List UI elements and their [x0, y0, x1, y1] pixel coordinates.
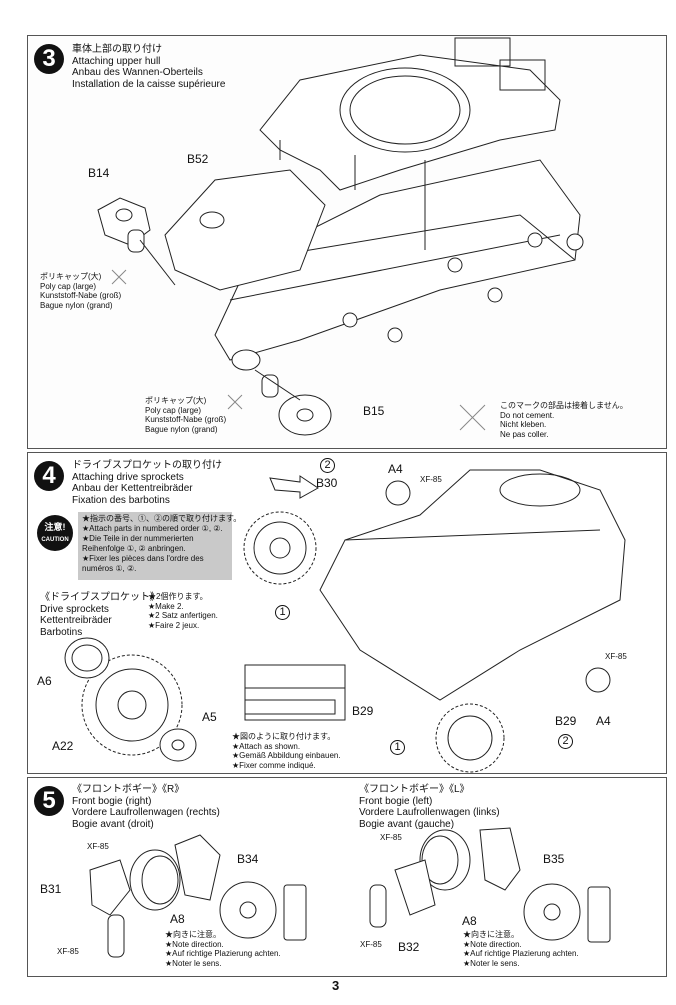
polycap-note-1: ポリキャップ(大)Poly cap (large)Kunststoff-Nabe…	[40, 272, 122, 310]
part-label-b35: B35	[543, 852, 565, 866]
paint-label-xf85: XF-85	[605, 652, 627, 661]
part-label-b14: B14	[88, 166, 110, 180]
order-1-marker: 1	[390, 739, 405, 755]
page-number: 3	[332, 978, 340, 993]
caution-box: ★指示の番号、①、②の順で取り付けます。 ★Attach parts in nu…	[78, 512, 241, 580]
wheel-direction-insets	[219, 881, 611, 943]
road-wheel-stubs	[342, 232, 584, 343]
part-label-a4: A4	[596, 714, 611, 728]
b15-part-drawing	[231, 349, 332, 436]
part-label-a8: A8	[462, 914, 477, 928]
step-3-title: 車体上部の取り付け Attaching upper hull Anbau des…	[72, 44, 225, 90]
a22-sprocket-drawing	[64, 637, 197, 762]
attach-as-shown-note: ★図のように取り付けます。★Attach as shown.★Gemäß Abb…	[232, 732, 341, 770]
part-label-b29: B29	[555, 714, 577, 728]
b14-part-drawing	[97, 197, 151, 253]
left-bogie-drawing	[369, 827, 521, 928]
note-direction-left: ★向きに注意。★Note direction.★Auf richtige Pla…	[463, 930, 579, 968]
note-direction-right: ★向きに注意。★Note direction.★Auf richtige Pla…	[165, 930, 281, 968]
b52-part-drawing	[164, 169, 326, 291]
idler-inset-drawing	[244, 664, 346, 721]
polycap-note-2: ポリキャップ(大)Poly cap (large)Kunststoff-Nabe…	[145, 396, 227, 434]
guide-lines	[139, 140, 426, 401]
part-label-b32: B32	[398, 940, 420, 954]
part-label-b29: B29	[352, 704, 374, 718]
step-5-number: 5	[34, 786, 64, 816]
no-cement-icons	[111, 269, 486, 431]
paint-label-xf85: XF-85	[360, 940, 382, 949]
caution-badge: 注意!CAUTION	[37, 515, 73, 551]
step-3-number: 3	[34, 44, 64, 74]
title-fr: Installation de la caisse supérieure	[72, 78, 226, 90]
part-label-b34: B34	[237, 852, 259, 866]
front-bogie-right-title: 《フロントボギー》《R》Front bogie (right)Vordere L…	[72, 784, 220, 830]
title-en: Attaching upper hull	[72, 55, 161, 67]
paint-label-xf85: XF-85	[87, 842, 109, 851]
no-cement-legend: このマークの部品は接着しません。Do not cement.Nicht kleb…	[500, 401, 628, 439]
title-jp: 車体上部の取り付け	[72, 44, 162, 55]
step-4-number: 4	[34, 461, 64, 491]
step-5-panel	[27, 777, 667, 977]
part-label-a4: A4	[388, 462, 403, 476]
part-label-b15: B15	[363, 404, 385, 418]
part-label-b30: B30	[316, 476, 338, 490]
paint-label-xf85: XF-85	[57, 947, 79, 956]
part-label-a6: A6	[37, 674, 52, 688]
part-label-a22: A22	[52, 739, 74, 753]
part-label-a5: A5	[202, 710, 217, 724]
paint-label-xf85: XF-85	[420, 475, 442, 484]
order-1-marker: 1	[275, 604, 290, 620]
part-label-a8: A8	[170, 912, 185, 926]
make-2-note: ★2個作ります。★Make 2.★2 Satz anfertigen.★Fair…	[148, 592, 218, 630]
part-label-b52: B52	[187, 152, 209, 166]
step-4-panel	[27, 452, 667, 774]
part-label-b31: B31	[40, 882, 62, 896]
paint-label-xf85: XF-85	[380, 833, 402, 842]
order-2-marker: 2	[320, 457, 335, 473]
front-bogie-left-title: 《フロントボギー》《L》Front bogie (left)Vordere La…	[359, 784, 500, 830]
upper-hull-drawing	[259, 37, 561, 191]
a4-wheels	[385, 480, 611, 693]
title-de: Anbau des Wannen-Oberteils	[72, 67, 203, 78]
b30-arrow	[269, 475, 319, 499]
order-2-marker: 2	[558, 733, 573, 749]
right-bogie-drawing	[89, 834, 221, 958]
hull-side-drawing	[319, 469, 626, 701]
sprocket-drawing	[243, 511, 505, 773]
